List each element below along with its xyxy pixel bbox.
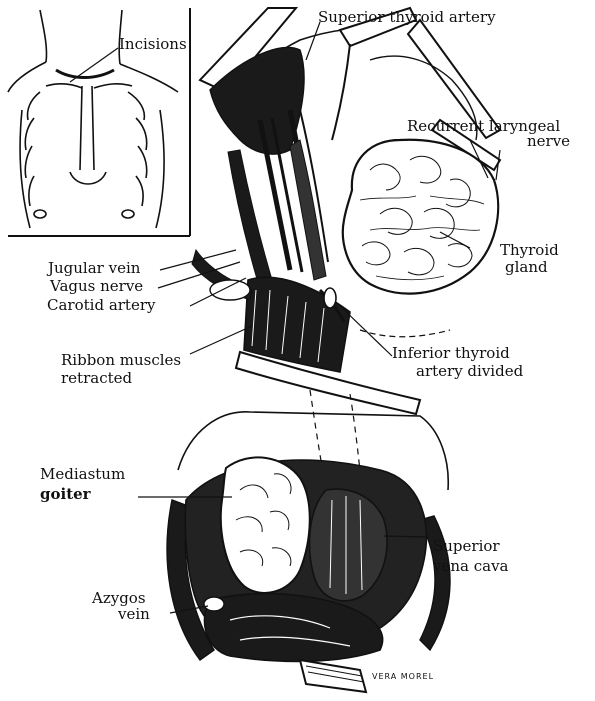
label-azygos-2: vein [118,605,150,623]
label-recurrent-laryngeal-1: Recurrent laryngeal [407,117,561,135]
label-mediastum-1: Mediastum [40,465,126,483]
label-carotid-artery: Carotid artery [47,296,156,314]
label-thyroid-2: gland [505,258,548,276]
neck-dissection [198,6,502,297]
label-inferior-2: artery divided [416,362,524,380]
sternotomy-field [166,389,451,694]
thyroid-gland [341,138,500,295]
inset-torso [7,8,191,237]
label-ribbon-1: Ribbon muscles [61,351,182,369]
label-recurrent-laryngeal-2: nerve [527,132,571,150]
label-inferior-1: Inferior thyroid [392,344,510,362]
label-mediastum-2: goiter [40,485,91,503]
label-superior-thyroid-artery: Superior thyroid artery [318,8,496,26]
label-svc-1: Superior [433,537,500,555]
label-incisions: Incisions [119,35,187,53]
leader-lines [69,21,501,614]
label-azygos-1: Azygos [92,589,146,607]
label-thyroid-1: Thyroid [500,241,559,259]
label-jugular-vein: Jugular vein [48,259,141,277]
label-svc-2: vena cava [433,557,509,575]
artist-signature: VERA MOREL [372,672,435,681]
label-ribbon-2: retracted [61,369,133,387]
label-vagus-nerve: Vagus nerve [50,277,144,295]
ribbon-muscles [191,248,451,416]
